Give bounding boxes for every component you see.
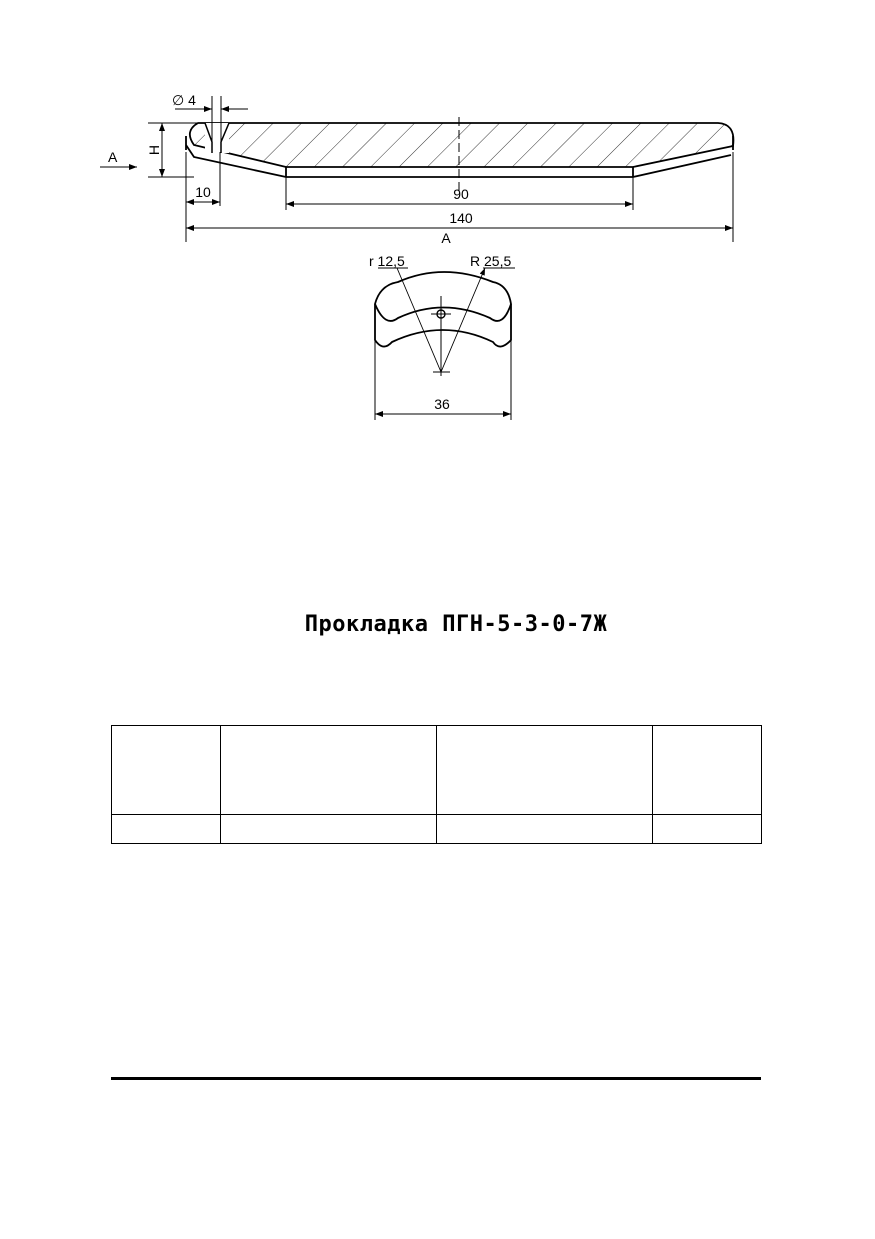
table-header-cell	[436, 725, 653, 815]
page-title: Прокладка ПГН-5-3-0-7Ж	[304, 612, 608, 637]
diameter-callout: ∅ 4	[172, 92, 248, 150]
inner-label: 90	[453, 186, 469, 202]
radius-small-label: r 12,5	[369, 253, 405, 269]
side-view	[185, 117, 735, 192]
table-header-cell	[652, 725, 762, 815]
table-cell	[652, 814, 762, 844]
length-label: 140	[449, 210, 473, 226]
table-cell	[436, 814, 653, 844]
table-header-cell	[111, 725, 221, 815]
table-cell	[220, 814, 437, 844]
diameter-label: ∅ 4	[172, 92, 196, 108]
overall-label: A	[441, 230, 451, 246]
table-cell	[111, 814, 221, 844]
length-dimension: 140	[186, 210, 733, 231]
inner-dimension: 90	[286, 186, 633, 207]
radius-large-label: R 25,5	[470, 253, 511, 269]
end-view: 36 r 12,5 R 25,5	[369, 253, 515, 420]
table-header-cell	[220, 725, 437, 815]
view-label: A	[108, 149, 118, 165]
footer-divider	[111, 1077, 761, 1080]
height-label: H	[146, 145, 162, 155]
offset-label: 10	[195, 184, 211, 200]
technical-drawing: ∅ 4 H A 10 90 140 A	[100, 92, 735, 420]
table-row	[111, 814, 762, 844]
width-label: 36	[434, 396, 450, 412]
offset-dimension: 10	[186, 184, 220, 205]
table-header-row	[111, 725, 762, 815]
spec-table	[111, 725, 762, 844]
view-arrow: A	[100, 149, 137, 170]
